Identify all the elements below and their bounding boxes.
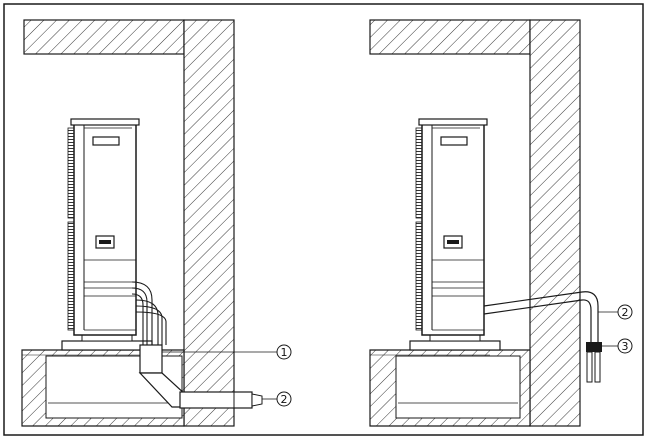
left-side-grille-lower bbox=[67, 221, 75, 331]
left-unit-base bbox=[61, 340, 153, 351]
right-ceiling-slab bbox=[369, 19, 531, 55]
left-floor-sleeve bbox=[139, 344, 163, 374]
right-outdoor-unit bbox=[415, 118, 488, 336]
right-side-grille-lower bbox=[415, 221, 423, 331]
left-side-grille-upper bbox=[67, 127, 75, 219]
left-callout-2-circle bbox=[276, 391, 292, 407]
left-callout-1-label: 1 bbox=[281, 346, 288, 359]
outer-frame bbox=[3, 3, 644, 436]
right-callout-2-circle bbox=[617, 304, 633, 320]
left-top-handle bbox=[92, 136, 120, 146]
left-outdoor-unit bbox=[67, 118, 140, 336]
left-wall bbox=[183, 19, 235, 427]
left-callout-2-label: 2 bbox=[281, 393, 288, 406]
right-panel: 2 3 bbox=[369, 19, 633, 427]
right-side-grille-upper bbox=[415, 127, 423, 219]
left-horizontal-duct bbox=[179, 391, 253, 409]
right-unit-base bbox=[409, 340, 501, 351]
right-callout-2-label: 2 bbox=[622, 306, 629, 319]
right-floor-pit bbox=[395, 355, 521, 419]
right-callout-3-label: 3 bbox=[622, 340, 629, 353]
right-wall bbox=[529, 19, 581, 427]
left-panel: 1 2 bbox=[21, 19, 292, 427]
right-top-handle bbox=[440, 136, 468, 146]
left-ceiling-slab bbox=[23, 19, 185, 55]
left-callout-1-circle bbox=[276, 344, 292, 360]
right-callout-3-circle bbox=[617, 338, 633, 354]
right-pipe-run bbox=[483, 291, 599, 348]
left-pipe-bundle bbox=[131, 281, 167, 345]
right-pipe-clamp bbox=[586, 342, 602, 352]
